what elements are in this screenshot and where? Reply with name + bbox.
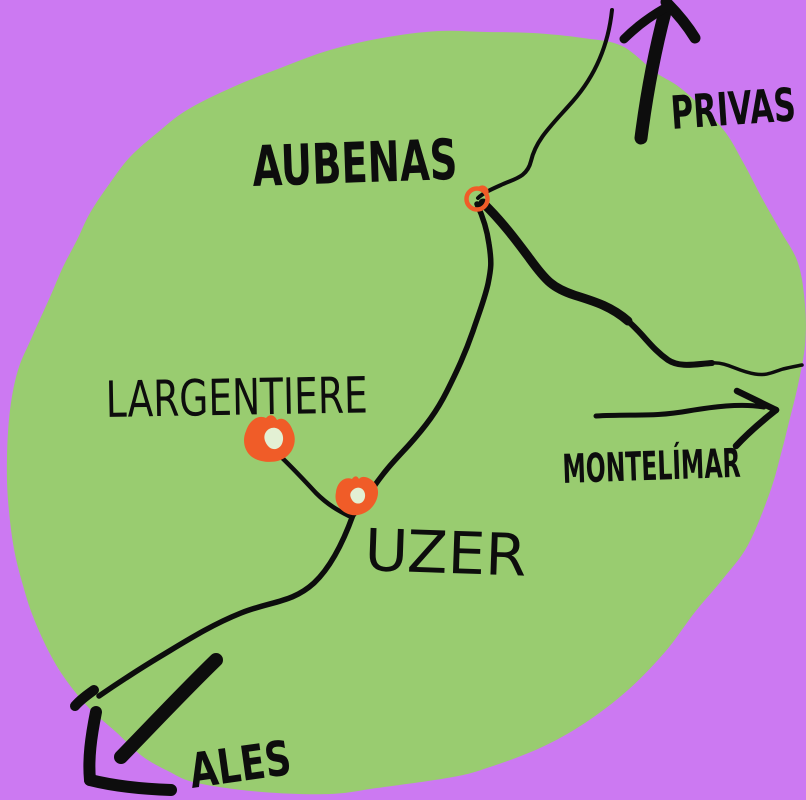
privas-arrow (619, 0, 701, 145)
montelimar-arrow (593, 387, 780, 450)
montelimar-arrow-barb-top (733, 387, 780, 414)
road-largentiere-uzer (275, 451, 352, 519)
road-aubenas-montelimar-b (625, 318, 715, 368)
road-aubenas-montelimar-c (710, 361, 804, 377)
ales-arrow-barb-bottom (84, 774, 177, 796)
montelimar-arrow-barb-bottom (732, 406, 780, 450)
montelimar-arrow-shaft (593, 402, 767, 419)
privas-arrow-barb-left (619, 3, 670, 44)
marker-largentiere-hole (264, 427, 284, 450)
markers (244, 185, 490, 516)
arrows (83, 0, 780, 796)
road-aubenas-uzer (350, 201, 494, 518)
ales-arrow (83, 653, 223, 796)
ales-arrow-barb-left (83, 706, 102, 786)
label-aubenas: AUBENAS (251, 128, 458, 200)
privas-arrow-barb-right (660, 0, 701, 44)
marker-uzer (335, 476, 379, 516)
label-largentiere: LARGENTIERE (105, 366, 368, 429)
road-uzer-ales-end (70, 685, 99, 711)
label-privas: PRIVAS (669, 77, 797, 140)
marker-uzer-hole (350, 487, 366, 504)
island-blob (6, 30, 806, 795)
ales-arrow-shaft (114, 653, 223, 764)
road-aubenas-montelimar-a (478, 198, 633, 326)
road-uzer-ales (96, 512, 356, 699)
roads (70, 8, 804, 711)
road-aubenas-privas (476, 8, 614, 200)
marker-aubenas-nub (478, 185, 489, 195)
label-montelimar: MONTELÍMAR (562, 439, 742, 493)
marker-largentiere (244, 415, 295, 462)
privas-arrow-shaft (634, 5, 672, 145)
marker-aubenas (464, 186, 490, 212)
label-uzer: UZER (364, 516, 528, 590)
labels: AUBENAS PRIVAS LARGENTIERE UZER MONTELÍM… (105, 77, 797, 799)
